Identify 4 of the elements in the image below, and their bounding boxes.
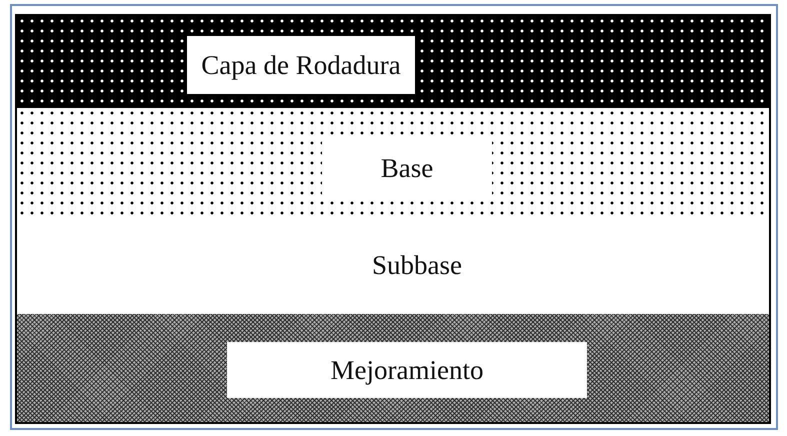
layer-label: Mejoramiento bbox=[227, 342, 587, 398]
layer-band bbox=[17, 314, 769, 422]
layer-band bbox=[17, 16, 769, 108]
layer-label: Capa de Rodadura bbox=[187, 36, 415, 94]
